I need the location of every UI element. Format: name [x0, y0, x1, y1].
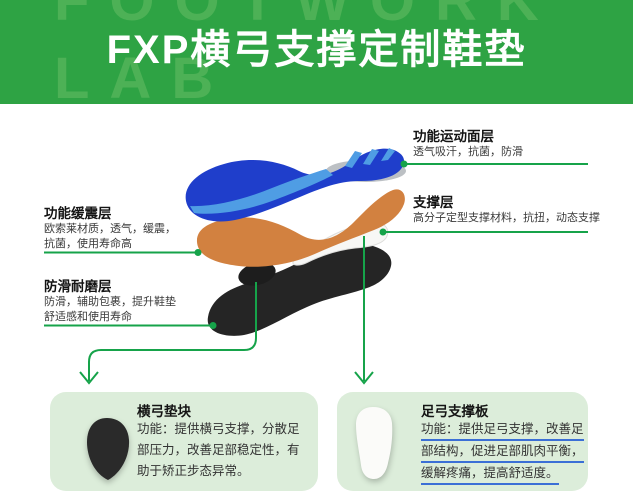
- arch-plate-icon: [356, 407, 393, 479]
- arch-pad-desc-2: 部压力，改善足部稳定性，有: [137, 443, 300, 457]
- arch-pad-shape: [238, 262, 276, 286]
- arch-plate-desc-3: 缓解疼痛，提高舒适度。: [421, 463, 559, 485]
- callout-antislip-desc-2: 舒适感和使用寿命: [44, 311, 132, 323]
- cushion-layer-shape: [196, 189, 405, 267]
- connector-lines: [44, 163, 588, 385]
- callout-surface-desc: 透气吸汗，抗菌，防滑: [413, 146, 523, 158]
- heel-stripe-1: [345, 151, 362, 168]
- dot-cushion: [194, 249, 202, 256]
- arrow-to-arch-pad-card: [88, 282, 257, 381]
- callout-support-desc: 高分子定型支撑材料，抗扭，动态支撑: [413, 212, 600, 224]
- arch-pad-card-body: 功能：提供横弓支撑，分散足 部压力，改善足部稳定性，有 助于矫正步态异常。: [137, 419, 300, 482]
- dot-surface: [400, 160, 408, 168]
- callout-antislip-title: 防滑耐磨层: [44, 279, 112, 294]
- watermark-lab: LAB: [54, 46, 234, 105]
- callout-cushion-desc-2: 抗菌，使用寿命高: [44, 238, 132, 250]
- antislip-layer-shape: [207, 243, 392, 336]
- arch-plate-card: 足弓支撑板 功能：提供足弓支撑，改善足 部结构，促进足部肌肉平衡， 缓解疼痛，提…: [337, 392, 588, 491]
- top-layer-stripe-shape: [190, 169, 333, 214]
- heel-stripe-3: [381, 148, 395, 161]
- watermark-footwork: FOOTWORK: [54, 0, 559, 33]
- arch-pad-desc-3: 助于矫正步态异常。: [137, 464, 250, 478]
- callout-antislip-layer: 防滑耐磨层 防滑，辅助包裹，提升鞋垫 舒适感和使用寿命: [44, 278, 176, 325]
- arch-plate-card-title: 足弓支撑板: [421, 404, 489, 419]
- callout-cushion-desc-1: 欧索莱材质，透气，缓震，: [44, 223, 176, 235]
- arch-pad-card-title: 横弓垫块: [137, 404, 191, 419]
- dot-antislip: [209, 322, 217, 329]
- arrow-head-left: [79, 371, 99, 385]
- callout-support-title: 支撑层: [413, 195, 454, 210]
- dot-support: [379, 228, 387, 236]
- callout-surface-title: 功能运动面层: [413, 129, 494, 144]
- arch-plate-desc-1: 功能：提供足弓支撑，改善足: [421, 419, 584, 441]
- callout-cushion-layer: 功能缓震层 欧索莱材质，透气，缓震， 抗菌，使用寿命高: [44, 205, 176, 252]
- callout-surface-layer: 功能运动面层 透气吸汗，抗菌，防滑: [413, 128, 523, 160]
- arch-pad-icon: [87, 418, 130, 480]
- arch-pad-desc-1: 功能：提供横弓支撑，分散足: [137, 422, 300, 436]
- arrow-head-right: [354, 371, 374, 385]
- callout-antislip-desc-1: 防滑，辅助包裹，提升鞋垫: [44, 296, 176, 308]
- callout-cushion-title: 功能缓震层: [44, 206, 112, 221]
- header-band: FOOTWORK LAB FXP横弓支撑定制鞋垫: [0, 0, 633, 104]
- arch-plate-desc-2: 部结构，促进足部肌肉平衡，: [421, 441, 584, 463]
- arch-pad-card: 横弓垫块 功能：提供横弓支撑，分散足 部压力，改善足部稳定性，有 助于矫正步态异…: [50, 392, 318, 491]
- page-title: FXP横弓支撑定制鞋垫: [106, 28, 527, 72]
- arch-plate-card-body: 功能：提供足弓支撑，改善足 部结构，促进足部肌肉平衡， 缓解疼痛，提高舒适度。: [421, 419, 584, 485]
- connector-dots: [194, 160, 408, 329]
- heel-stripe-2: [363, 149, 379, 165]
- callout-support-layer: 支撑层 高分子定型支撑材料，抗扭，动态支撑: [413, 194, 600, 226]
